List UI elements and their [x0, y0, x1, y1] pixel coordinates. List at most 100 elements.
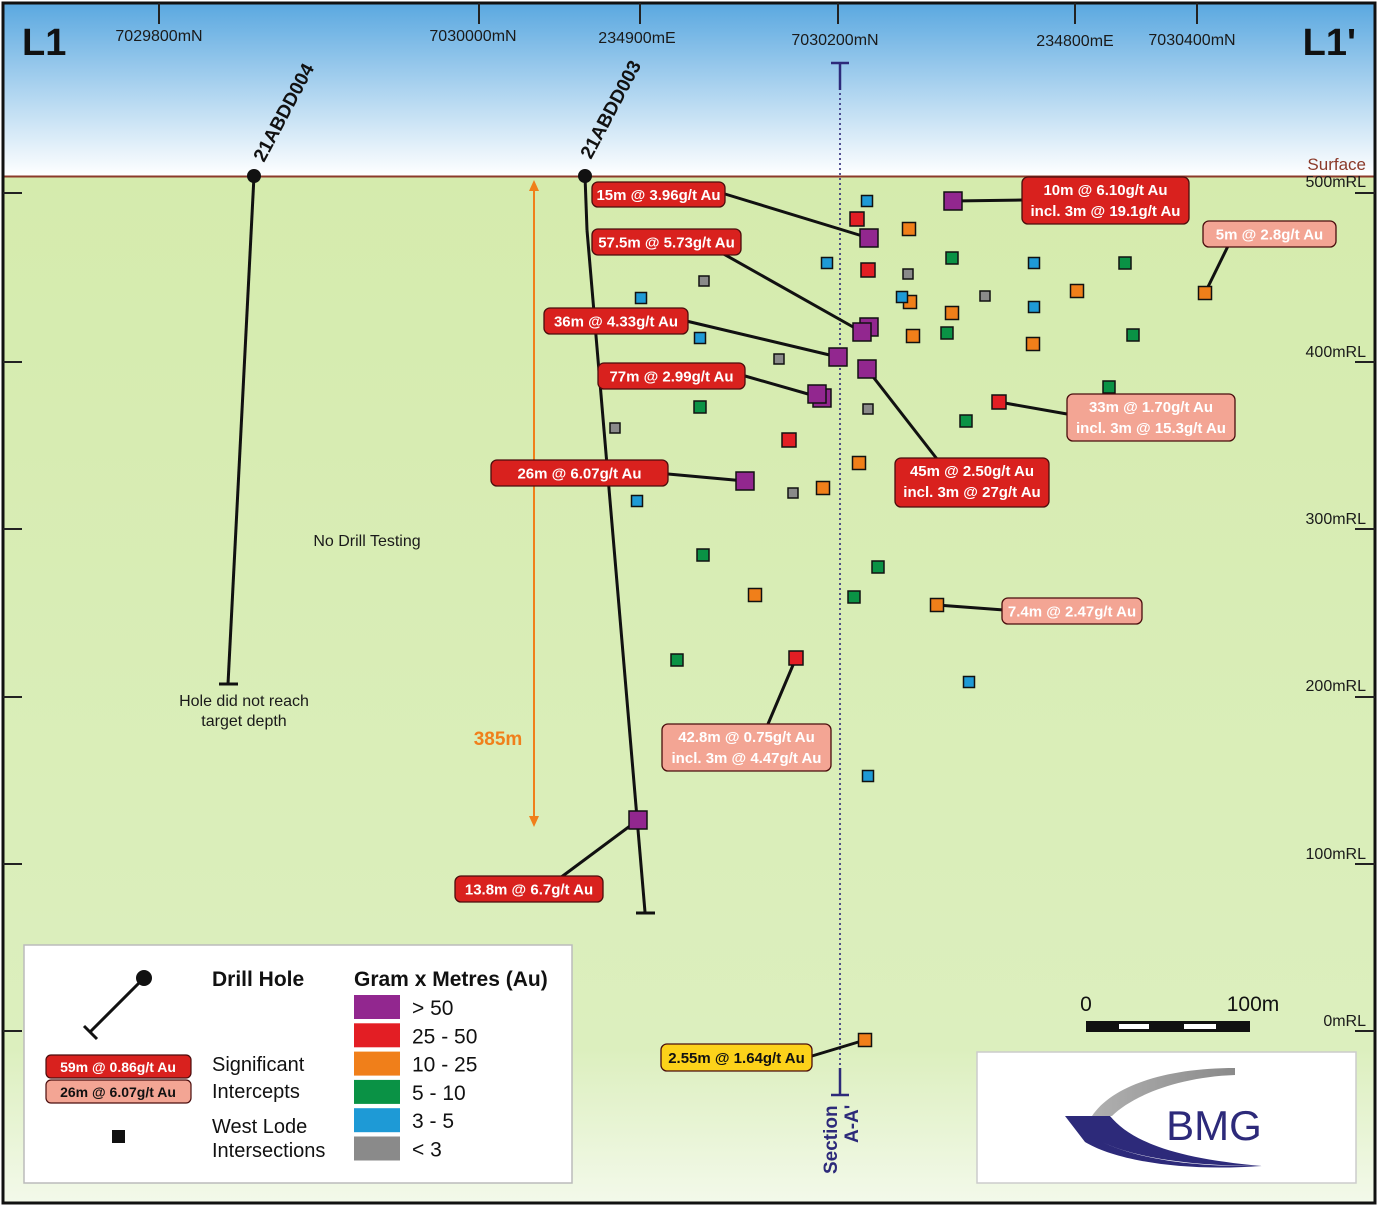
- legend-intersection-marker: [112, 1130, 125, 1143]
- legend-class-swatch: [354, 1136, 400, 1161]
- intercept-label: 15m @ 3.96g/t Au: [596, 187, 720, 204]
- intercept-label: incl. 3m @ 27g/t Au: [903, 484, 1040, 501]
- intercept-label-box: [591, 181, 726, 208]
- leader-line: [681, 318, 839, 359]
- section-line-label: A-A': [842, 1105, 863, 1143]
- west-lode-intersection: [857, 1032, 873, 1048]
- intercept-label-box: [543, 307, 689, 335]
- section-end-label: L1': [1303, 22, 1356, 64]
- intercept-label: 77m @ 2.99g/t Au: [609, 369, 733, 386]
- legend-drill-hole-title: Drill Hole: [212, 968, 304, 991]
- leader-line: [559, 818, 639, 880]
- leader-line: [952, 198, 1023, 203]
- west-lode-intersection: [979, 290, 991, 302]
- top-tick-label: 7030400mN: [1148, 32, 1235, 49]
- legend-class-swatch: [354, 1023, 400, 1048]
- sky-region: [3, 3, 1375, 176]
- legend-class-swatch: [354, 995, 400, 1019]
- intercept-label: 36m @ 4.33g/t Au: [554, 314, 678, 331]
- legend-class-label: < 3: [412, 1139, 442, 1162]
- scale-end: 100m: [1227, 993, 1280, 1016]
- top-tick-label: 7030000mN: [429, 28, 516, 45]
- west-lode-intersection: [857, 359, 877, 379]
- legend-class-label: > 50: [412, 997, 453, 1020]
- intercept-label: incl. 3m @ 15.3g/t Au: [1076, 420, 1226, 437]
- west-lode-intersection: [787, 487, 799, 499]
- legend-sample-strong: 59m @ 0.86g/t Au: [60, 1059, 176, 1075]
- west-lode-intersection: [861, 769, 875, 783]
- intercept-label: 45m @ 2.50g/t Au: [910, 463, 1034, 480]
- west-lode-intersection: [851, 455, 867, 471]
- surface-label: Surface: [1307, 155, 1366, 174]
- intercept-label-box: [661, 723, 832, 772]
- west-lode-intersection: [634, 291, 648, 305]
- leader-line: [667, 472, 746, 483]
- west-lode-intersection: [860, 194, 874, 208]
- top-tick-label: 7029800mN: [115, 28, 202, 45]
- west-lode-intersection: [828, 347, 848, 367]
- legend-gm-title: Gram x Metres (Au): [354, 968, 548, 991]
- legend-sig-label: Intercepts: [212, 1081, 300, 1103]
- intercept-label-box: [1001, 597, 1143, 625]
- west-lode-intersection: [871, 560, 885, 574]
- leader-line: [865, 368, 939, 460]
- west-lode-intersection: [693, 331, 707, 345]
- leader-line: [766, 657, 798, 725]
- west-lode-intersection: [1025, 336, 1041, 352]
- rl-label: 0mRL: [1323, 1013, 1366, 1030]
- drill-hole-21ABDD004: [219, 169, 261, 686]
- depth-arrow: [529, 180, 539, 827]
- intercept-label: 57.5m @ 5.73g/t Au: [598, 235, 735, 252]
- no-drill-note: No Drill Testing: [313, 533, 420, 550]
- rl-label: 100mRL: [1306, 846, 1367, 863]
- leader-line: [998, 400, 1068, 416]
- intercept-label-box: [1202, 220, 1337, 248]
- legend-west-label: West Lode: [212, 1116, 307, 1138]
- leader-line: [1203, 243, 1231, 294]
- scale-bar: 0 100m: [1080, 993, 1279, 1032]
- legend-sample-light: 26m @ 6.07g/t Au: [60, 1084, 176, 1100]
- rl-label: 300mRL: [1306, 511, 1367, 528]
- west-lode-intersection: [820, 256, 834, 270]
- bmg-logo: BMG: [976, 1051, 1357, 1184]
- west-lode-intersection: [630, 494, 644, 508]
- rl-ticks: [3, 192, 1375, 1032]
- west-lode-intersection: [962, 675, 976, 689]
- west-lode-intersection: [1126, 328, 1140, 342]
- rl-label: 200mRL: [1306, 678, 1367, 695]
- intercept-label-box: [1021, 176, 1190, 225]
- west-lode-intersection: [901, 221, 917, 237]
- west-lode-intersection: [944, 305, 960, 321]
- intercept-label-box: [660, 1043, 813, 1072]
- west-lode-intersection: [895, 290, 909, 304]
- hole-note: target depth: [201, 713, 286, 730]
- intercept-label-box: [490, 459, 669, 487]
- legend-class-swatch: [354, 1079, 400, 1104]
- legend: Drill Hole Gram x Metres (Au) 59m @ 0.86…: [23, 944, 573, 1184]
- west-lode-intersection: [1102, 380, 1116, 394]
- west-lode-intersection: [849, 211, 865, 227]
- intercept-labels: 15m @ 3.96g/t Au 57.5m @ 5.73g/t Au 36m @ …: [454, 176, 1337, 1072]
- legend-class-swatch: [354, 1051, 400, 1076]
- west-lode-intersection: [735, 471, 755, 491]
- top-tick-label: 7030200mN: [791, 32, 878, 49]
- hole-note: Hole did not reach: [179, 693, 309, 710]
- west-lode-intersection: [847, 590, 861, 604]
- top-ticks: [158, 3, 1198, 24]
- intercept-label: incl. 3m @ 4.47g/t Au: [672, 750, 822, 767]
- intercept-label: 42.8m @ 0.75g/t Au: [678, 729, 815, 746]
- west-lode-intersection: [929, 597, 945, 613]
- legend-class-label: 10 - 25: [412, 1054, 477, 1077]
- intercept-label-box: [1066, 393, 1236, 442]
- west-lode-intersection: [1027, 300, 1041, 314]
- leader-line: [724, 192, 870, 240]
- west-lode-intersection: [693, 400, 707, 414]
- west-lode-intersection: [1197, 285, 1213, 301]
- west-lode-intersection: [788, 650, 804, 666]
- west-lode-intersection: [773, 353, 785, 365]
- intercept-label: 33m @ 1.70g/t Au: [1089, 399, 1213, 416]
- west-lode-intersection: [1118, 256, 1132, 270]
- west-lode-intersection: [1027, 256, 1041, 270]
- west-lode-intersection: [609, 422, 621, 434]
